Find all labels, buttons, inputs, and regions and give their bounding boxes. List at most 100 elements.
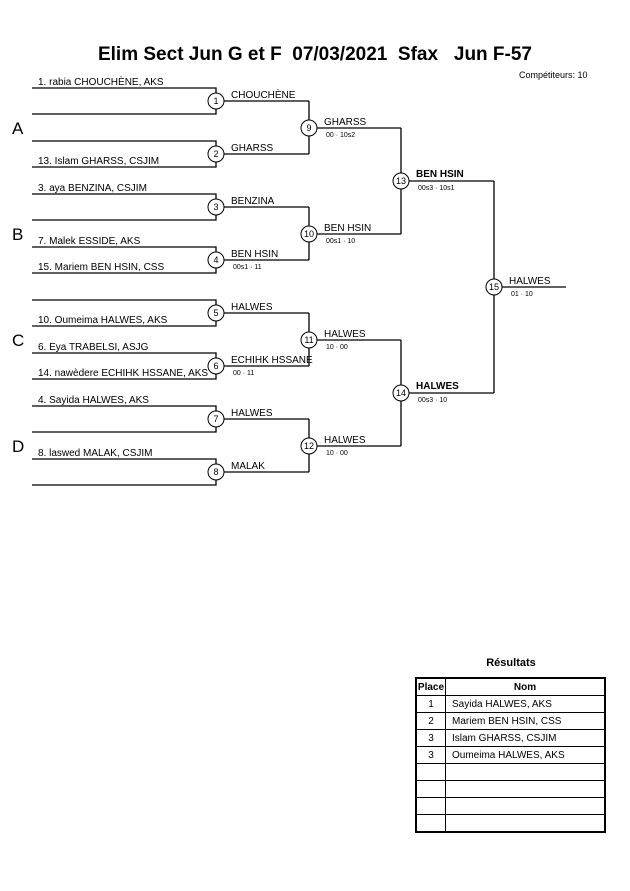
match-number-circle	[300, 437, 318, 455]
match-score: 00s1 · 11	[233, 264, 262, 271]
match-score: 01 · 10	[511, 291, 533, 298]
match-number: 14	[396, 388, 406, 398]
match-winner: HALWES	[509, 276, 551, 287]
pool-label-c: C	[12, 331, 24, 350]
match-number-circle	[207, 304, 225, 322]
match-score: 10 · 00	[326, 344, 348, 351]
name-cell: Mariem BEN HSIN, CSS	[445, 712, 606, 730]
place-cell	[415, 763, 446, 781]
competitor-name: 8. laswed MALAK, CSJIM	[38, 448, 152, 459]
match-winner: BENZINA	[231, 196, 275, 207]
competitor-name: 15. Mariem BEN HSIN, CSS	[38, 262, 164, 273]
competitor-name: 3. aya BENZINA, CSJIM	[38, 183, 147, 194]
match-winner: GHARSS	[231, 143, 274, 154]
results-header-row: Place Nom	[415, 677, 606, 696]
match-winner: HALWES	[324, 329, 366, 340]
match-number-circle	[300, 225, 318, 243]
table-row: 1 Sayida HALWES, AKS	[415, 695, 606, 713]
pool-label-b: B	[12, 225, 23, 244]
place-cell: 2	[415, 712, 446, 730]
place-cell	[415, 814, 446, 833]
match-score: 00 · 10s2	[326, 132, 355, 139]
place-cell: 1	[415, 695, 446, 713]
match-winner: MALAK	[231, 461, 265, 472]
match-number: 9	[306, 123, 311, 133]
match-number: 3	[213, 202, 218, 212]
match-number-circle	[207, 410, 225, 428]
match-number: 11	[304, 335, 313, 345]
match-number-circle	[300, 119, 318, 137]
match-winner: CHOUCHÈNE	[231, 88, 296, 101]
match-score: 00s1 · 10	[326, 238, 355, 245]
match-number-circle	[207, 357, 225, 375]
table-row	[415, 797, 606, 815]
name-cell	[445, 763, 606, 781]
competitor-name: 4. Sayida HALWES, AKS	[38, 395, 149, 406]
name-cell: Oumeima HALWES, AKS	[445, 746, 606, 764]
match-number: 5	[213, 308, 218, 318]
match-number: 10	[304, 229, 314, 239]
place-cell: 3	[415, 746, 446, 764]
match-number-circle	[485, 278, 503, 296]
pool-label-a: A	[12, 119, 24, 138]
bracket-match-15	[493, 181, 566, 393]
match-number-circle	[207, 198, 225, 216]
place-cell: 3	[415, 729, 446, 747]
match-score: 00 · 11	[233, 370, 254, 377]
match-score: 10 · 00	[326, 450, 348, 457]
match-score: 00s3 · 10s1	[418, 185, 455, 192]
table-row	[415, 814, 606, 833]
match-number-circle	[207, 145, 225, 163]
match-winner: BEN HSIN	[231, 249, 278, 260]
bracket-match-8	[32, 458, 309, 486]
match-number: 7	[213, 414, 218, 424]
match-winner: BEN HSIN	[416, 169, 464, 180]
results-table: Place Nom 1 Sayida HALWES, AKS 2 Mariem …	[415, 677, 606, 833]
name-header: Nom	[445, 677, 606, 696]
match-number: 6	[213, 361, 218, 371]
match-score: 00s3 · 10	[418, 397, 447, 404]
competitor-name: 7. Malek ESSIDE, AKS	[38, 236, 141, 247]
competitor-name: 14. nawèdere ECHIHK HSSANE, AKS	[38, 368, 208, 379]
pool-label-d: D	[12, 437, 24, 456]
match-number: 13	[396, 176, 406, 186]
table-row: 3 Islam GHARSS, CSJIM	[415, 729, 606, 747]
place-header: Place	[415, 677, 446, 696]
table-row	[415, 780, 606, 798]
match-number: 15	[489, 282, 499, 292]
match-number-circle	[392, 384, 410, 402]
table-row: 3 Oumeima HALWES, AKS	[415, 746, 606, 764]
match-winner: HALWES	[416, 381, 459, 392]
match-number: 4	[213, 255, 218, 265]
table-row: 2 Mariem BEN HSIN, CSS	[415, 712, 606, 730]
page-title: Elim Sect Jun G et F 07/03/2021 Sfax Jun…	[97, 44, 532, 65]
match-winner: GHARSS	[324, 117, 367, 128]
match-winner: HALWES	[231, 408, 273, 419]
name-cell	[445, 814, 606, 833]
match-number: 8	[213, 467, 218, 477]
match-number: 1	[213, 96, 218, 106]
match-winner: HALWES	[324, 435, 366, 446]
match-number: 2	[213, 149, 218, 159]
match-number-circle	[207, 92, 225, 110]
competitor-name: 10. Oumeima HALWES, AKS	[38, 315, 168, 326]
match-winner: HALWES	[231, 302, 273, 313]
name-cell: Islam GHARSS, CSJIM	[445, 729, 606, 747]
place-cell	[415, 780, 446, 798]
match-number-circle	[392, 172, 410, 190]
match-number: 12	[304, 441, 314, 451]
match-winner: BEN HSIN	[324, 223, 371, 234]
competitor-name: 1. rabia CHOUCHÈNE, AKS	[38, 75, 164, 88]
results-title: Résultats	[486, 657, 536, 669]
match-number-circle	[207, 251, 225, 269]
bracket-match-13	[400, 128, 494, 234]
name-cell: Sayida HALWES, AKS	[445, 695, 606, 713]
competitor-count: Compétiteurs: 10	[519, 70, 588, 80]
match-number-circle	[300, 331, 318, 349]
match-winner: ECHIHK HSSANE	[231, 355, 313, 366]
competitor-name: 6. Eya TRABELSI, ASJG	[38, 342, 149, 353]
table-row	[415, 763, 606, 781]
competitor-name: 13. Islam GHARSS, CSJIM	[38, 156, 159, 167]
bracket-match-14	[400, 340, 494, 446]
